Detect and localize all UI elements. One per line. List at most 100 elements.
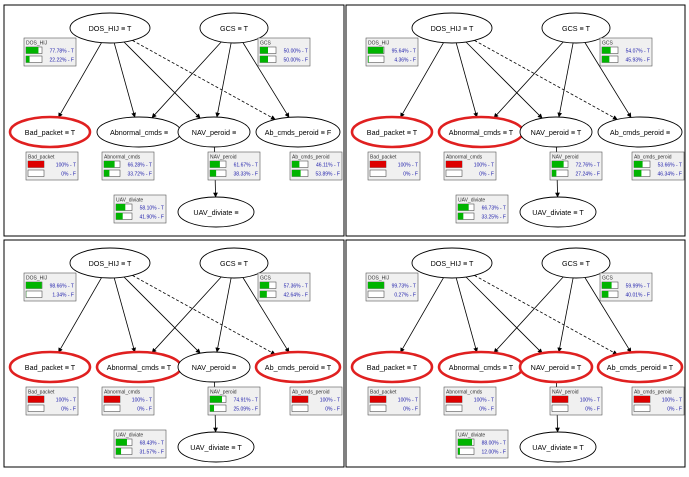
prob-row-text: 57.36% - T [284,283,308,289]
prob-bar-fill [634,396,650,403]
prob-box-title: GCS [260,41,272,47]
node-dos: DOS_HIJ ≡ T [412,13,492,43]
prob-bar-frame [446,170,462,177]
prob-bar-frame [552,405,568,412]
prob-bar-fill [104,161,115,168]
prob-bar-fill [458,213,463,220]
node-abn-label: Abnormal_cmds ≡ T [107,363,172,372]
node-bad-label: Bad_packet ≡ T [25,363,76,372]
prob-row-text: 0% - F [325,406,340,412]
node-bad-label: Bad_packet ≡ T [367,128,418,137]
prob-bar-fill [602,282,612,289]
prob-bar-fill [370,161,386,168]
prob-bar-frame [458,448,474,455]
prob-bar-fill [446,161,462,168]
prob-row-text: 59.99% - T [626,283,650,289]
node-abn: Abnormal_cmds ≡ T [439,117,523,147]
prob-bar-frame [370,170,386,177]
prob-bar-fill [458,448,460,455]
node-dos-label: DOS_HIJ ≡ T [431,259,474,268]
prob-bar-fill [210,396,222,403]
prob-box-gcs: GCS 59.99% - T 40.01% - F [600,273,652,301]
node-uav: UAV_diviate ≡ T [178,432,254,462]
prob-bar-fill [552,170,556,177]
prob-row-text: 100% - T [398,397,418,403]
prob-bar-fill [368,282,384,289]
node-abc: Ab_cmds_peroid ≡ F [256,117,340,147]
prob-bar-fill [602,47,611,54]
node-uav: UAV_diviate ≡ [178,197,254,227]
prob-bar-fill [116,439,127,446]
prob-box-title: GCS [602,276,614,282]
node-bad: Bad_packet ≡ T [352,352,432,382]
prob-row-text: 0% - F [403,171,418,177]
prob-row-text: 66.73% - T [482,205,506,211]
prob-box-title: Abnormal_cmds [104,390,141,396]
node-nav-label: NAV_peroid ≡ T [531,363,582,372]
prob-bar-fill [104,170,109,177]
prob-bar-fill [210,161,220,168]
prob-row-text: 74.91% - T [234,397,258,403]
node-abn: Abnormal_cmds ≡ T [97,352,181,382]
prob-box-title: DOS_HIJ [368,41,390,47]
prob-row-text: 0% - F [479,406,494,412]
prob-box-title: DOS_HIJ [26,41,48,47]
prob-row-text: 100% - T [474,162,494,168]
node-dos-label: DOS_HIJ ≡ T [89,24,132,33]
prob-bar-fill [552,396,568,403]
prob-bar-fill [602,291,608,298]
prob-bar-fill [458,204,469,211]
prob-row-text: 33.25% - F [482,214,506,220]
prob-bar-frame [28,170,44,177]
prob-bar-frame [28,405,44,412]
prob-box-title: Abnormal_cmds [104,155,141,161]
prob-row-text: 40.01% - F [626,292,650,298]
prob-bar-frame [292,405,308,412]
prob-row-text: 58.10% - T [140,205,164,211]
prob-bar-fill [26,282,42,289]
prob-bar-fill [260,291,267,298]
prob-row-text: 0% - F [61,406,76,412]
prob-bar-fill [26,56,30,63]
prob-bar-fill [368,47,383,54]
prob-row-text: 100% - T [662,397,682,403]
node-abn-label: Abnormal_cmds ≡ [110,128,168,137]
prob-row-text: 12.00% - F [482,449,506,455]
prob-row-text: 0% - F [667,406,682,412]
node-nav-label: NAV_peroid ≡ [192,363,236,372]
prob-bar-fill [26,47,38,54]
node-nav: NAV_peroid ≡ [178,352,250,382]
node-abc-label: Ab_cmds_peroid ≡ T [607,363,674,372]
prob-row-text: 95.64% - T [392,48,416,54]
prob-row-text: 50.00% - T [284,48,308,54]
prob-bar-fill [292,170,301,177]
prob-box-title: NAV_peroid [552,390,579,396]
prob-bar-fill [292,396,308,403]
node-abc-label: Ab_cmds_peroid ≡ T [265,363,332,372]
prob-row-text: 25.09% - F [234,406,258,412]
prob-box-title: GCS [602,41,614,47]
node-nav: NAV_peroid ≡ T [520,117,592,147]
prob-bar-fill [446,396,462,403]
prob-bar-fill [116,213,123,220]
prob-row-text: 0% - F [61,171,76,177]
prob-row-text: 41.90% - F [140,214,164,220]
prob-bar-fill [210,170,216,177]
node-nav: NAV_peroid ≡ [178,117,250,147]
